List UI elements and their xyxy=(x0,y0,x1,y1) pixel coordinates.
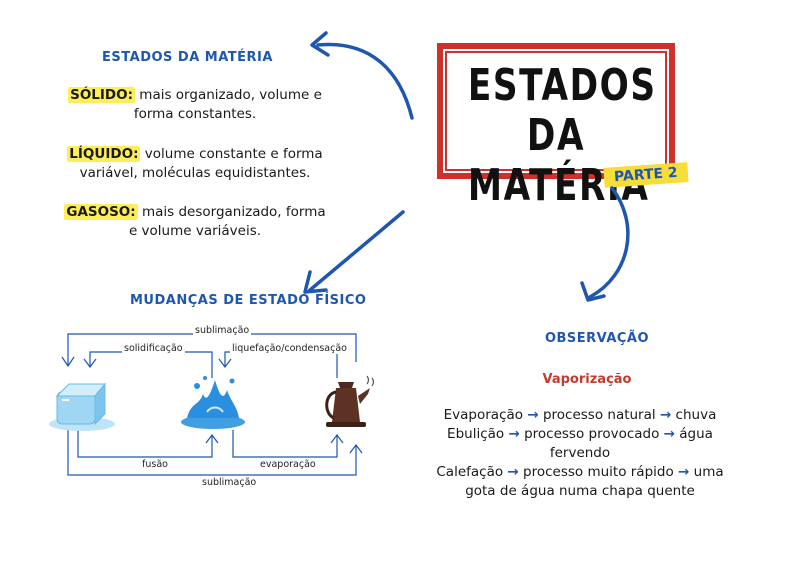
arrow-to-estados xyxy=(316,42,414,120)
vap-term: Calefação xyxy=(436,464,504,480)
state-text: e volume variáveis. xyxy=(128,223,262,239)
state-label: SÓLIDO: xyxy=(68,87,135,103)
arrow-to-mudancas-head xyxy=(303,270,328,294)
arrow-right-icon: → xyxy=(659,407,672,423)
observacao-heading: OBSERVAÇÃO xyxy=(544,331,650,346)
arrow-right-icon: → xyxy=(663,426,675,442)
ice-cube-icon xyxy=(49,382,115,431)
state-text: volume constante e forma xyxy=(144,146,323,162)
arrow-to-mudancas xyxy=(308,210,405,292)
state-text: forma constantes. xyxy=(133,106,257,122)
state-text: mais organizado, volume e xyxy=(139,87,322,103)
vap-row-ebulicao-extra: fervendo xyxy=(549,445,611,461)
state-item-gasoso: GASOSO: mais desorganizado, forma e volu… xyxy=(45,203,345,241)
vaporizacao-subheading: Vaporização xyxy=(542,372,632,387)
label-sublimacao-bottom: sublimação xyxy=(200,477,259,488)
vap-desc: processo provocado xyxy=(524,426,660,442)
vap-row-calefacao-extra: gota de água numa chapa quente xyxy=(465,483,695,499)
state-text: mais desorganizado, forma xyxy=(141,204,326,220)
state-item-liquido: LÍQUIDO: volume constante e forma variáv… xyxy=(45,145,345,183)
arrow-right-icon: → xyxy=(507,464,519,480)
label-solidificacao: solidificação xyxy=(122,343,185,354)
vap-term: Evaporação xyxy=(443,407,524,423)
vap-row-ebulicao: Ebulição → processo provocado → água xyxy=(430,425,730,444)
arrow-right-icon: → xyxy=(678,464,690,480)
arrow-to-observacao xyxy=(588,186,630,299)
state-label: GASOSO: xyxy=(64,204,138,220)
estados-heading: ESTADOS DA MATÉRIA xyxy=(102,50,273,65)
arrow-to-estados-head xyxy=(310,31,330,57)
state-text: variável, moléculas equidistantes. xyxy=(79,165,311,181)
water-splash-icon xyxy=(181,376,245,429)
vap-result: água xyxy=(679,426,713,442)
label-evaporacao: evaporação xyxy=(258,459,318,470)
label-fusao: fusão xyxy=(140,459,170,470)
vap-row-calefacao: Calefação → processo muito rápido → uma xyxy=(430,463,730,482)
arrow-right-icon: → xyxy=(508,426,520,442)
state-label: LÍQUIDO: xyxy=(67,146,141,162)
kettle-icon xyxy=(325,375,375,427)
label-liquefacao: liquefação/condensação xyxy=(230,343,349,354)
label-sublimacao-top: sublimação xyxy=(193,325,252,336)
arrow-right-icon: → xyxy=(527,407,539,423)
vap-result: uma xyxy=(693,464,724,480)
vap-row-evaporacao: Evaporação → processo natural → chuva xyxy=(430,406,730,425)
arrow-to-observacao-head xyxy=(580,281,606,302)
vap-desc: processo natural xyxy=(542,407,656,423)
vap-result: chuva xyxy=(675,407,717,423)
mudancas-heading: MUDANÇAS DE ESTADO FÍSICO xyxy=(130,293,367,308)
vap-term: Ebulição xyxy=(447,426,505,442)
state-item-solido: SÓLIDO: mais organizado, volume e forma … xyxy=(55,86,335,124)
vap-desc: processo muito rápido xyxy=(523,464,674,480)
title-line-1: ESTADOS DA xyxy=(467,60,657,161)
observacao-list: Evaporação → processo natural → chuva Eb… xyxy=(430,406,730,501)
